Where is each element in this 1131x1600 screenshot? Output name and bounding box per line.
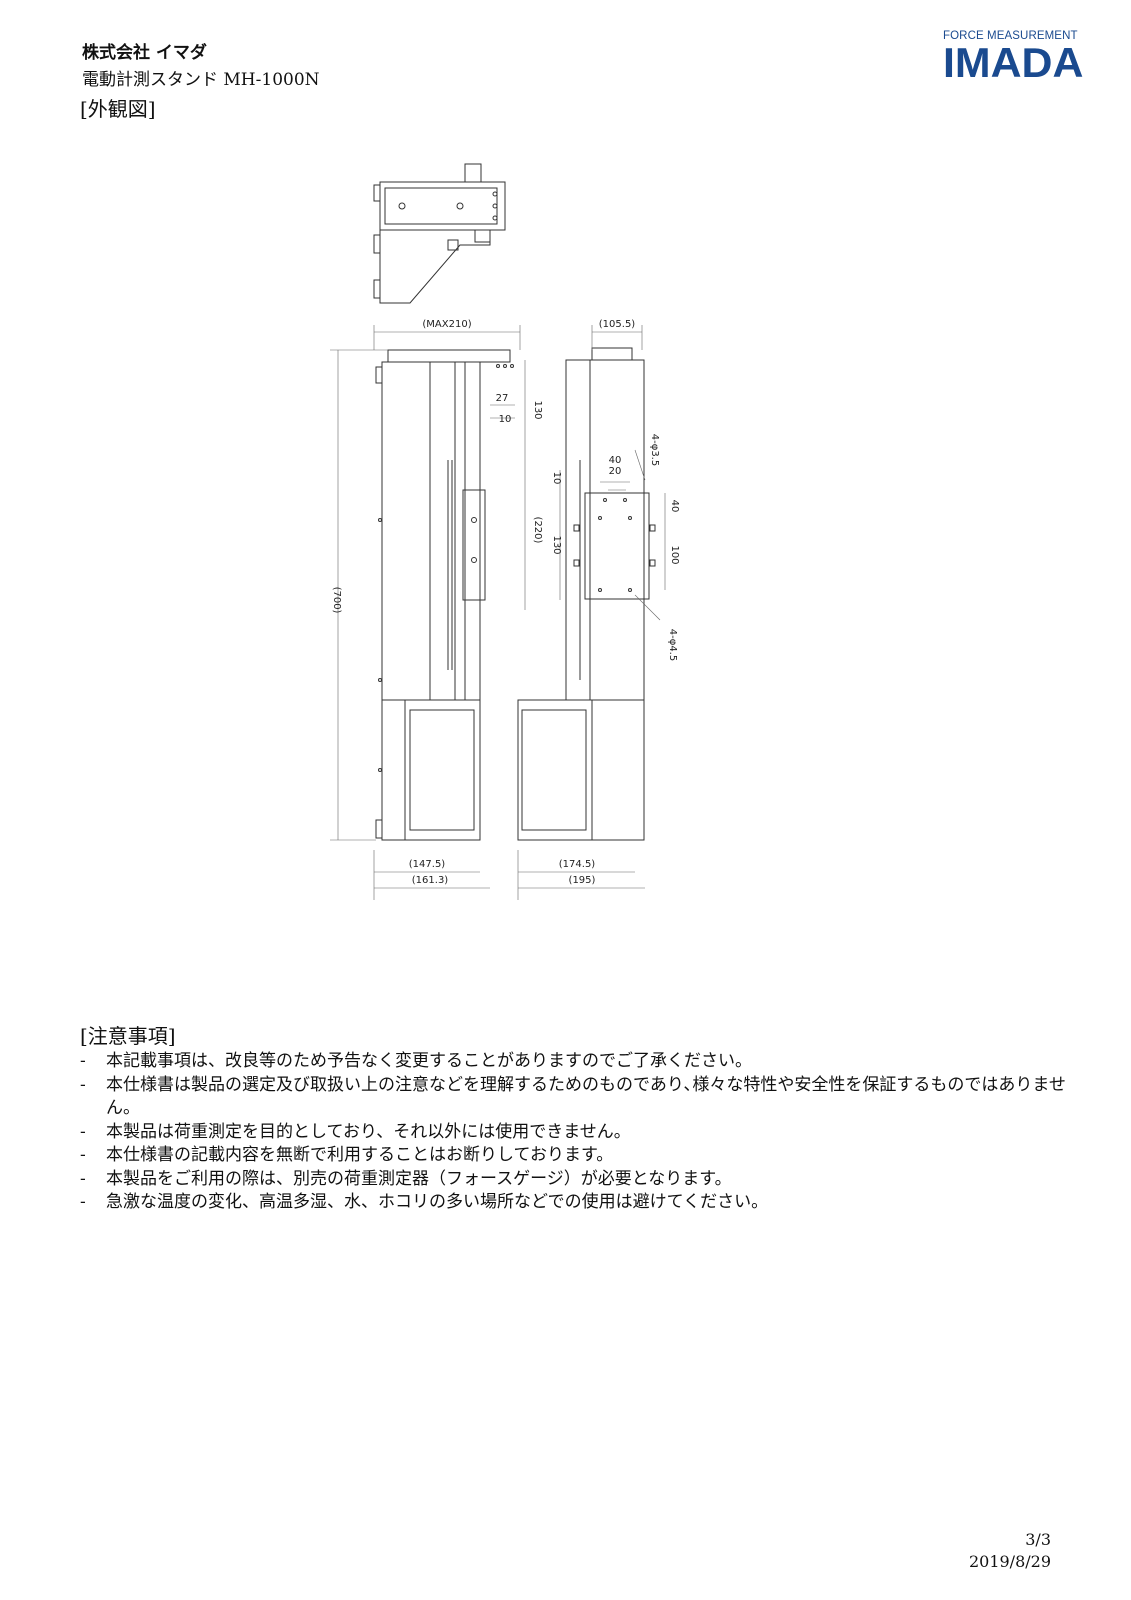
dim-40-right: 40 <box>669 500 680 513</box>
top-view <box>373 163 506 304</box>
dim-130-top: 130 <box>532 400 543 419</box>
note-item: -本製品は荷重測定を目的としており、それ以外には使用できません。 <box>80 1121 1080 1145</box>
note-item: -本仕様書は製品の選定及び取扱い上の注意などを理解するためのものであり､様々な特… <box>80 1074 1080 1121</box>
dim-20: 20 <box>609 466 622 477</box>
note-dash: - <box>80 1145 86 1165</box>
exterior-drawing: (MAX210) (105.5) (700) 130 27 10 (220) 1… <box>330 163 680 900</box>
note-text: 本仕様書は製品の選定及び取扱い上の注意などを理解するためのものであり､様々な特性… <box>106 1074 1066 1119</box>
section-title-exterior: [外観図] <box>80 97 156 121</box>
dim-height: (700) <box>331 587 342 614</box>
note-item: -本記載事項は、改良等のため予告なく変更することがありますのでご了承ください。 <box>80 1050 1080 1074</box>
logo-name: IMADA <box>943 39 1084 86</box>
dim-10-side: 10 <box>551 472 562 485</box>
dim-10: 10 <box>499 414 512 425</box>
note-item: -本仕様書の記載内容を無断で利用することはお断りしております。 <box>80 1144 1080 1168</box>
note-dash: - <box>80 1074 86 1095</box>
front-view <box>375 349 514 841</box>
section-title-notes: [注意事項] <box>80 1024 176 1048</box>
note-text: 急激な温度の変化、高温多湿、水、ホコリの多い場所などでの使用は避けてください。 <box>106 1192 769 1212</box>
dim-hole-small: 4-φ3.5 <box>649 434 660 466</box>
note-dash: - <box>80 1168 86 1189</box>
dim-161: (161.3) <box>412 875 449 886</box>
notes-list: -本記載事項は、改良等のため予告なく変更することがありますのでご了承ください。-… <box>80 1050 1080 1215</box>
dim-max-width: (MAX210) <box>422 319 471 330</box>
logo-subtitle: FORCE MEASUREMENT <box>943 30 1078 42</box>
dim-side-width-top: (105.5) <box>599 319 636 330</box>
note-dash: - <box>80 1192 86 1212</box>
dim-27: 27 <box>496 393 509 404</box>
dim-40-top: 40 <box>609 455 622 466</box>
imada-logo: FORCE MEASUREMENT IMADA <box>943 30 1093 86</box>
document-date: 2019/8/29 <box>968 1552 1051 1571</box>
note-item: -急激な温度の変化、高温多湿、水、ホコリの多い場所などでの使用は避けてください。 <box>80 1191 1080 1215</box>
dim-174: (174.5) <box>559 859 596 870</box>
dim-hole-large: 4-φ4.5 <box>667 629 678 661</box>
company-name: 株式会社 イマダ <box>82 43 207 63</box>
note-text: 本記載事項は、改良等のため予告なく変更することがありますのでご了承ください。 <box>106 1051 752 1071</box>
note-dash: - <box>80 1121 86 1142</box>
dim-195: (195) <box>569 875 596 886</box>
note-text: 本仕様書の記載内容を無断で利用することはお断りしております。 <box>106 1145 614 1165</box>
page-number: 3/3 <box>1025 1530 1051 1549</box>
note-item: -本製品をご利用の際は、別売の荷重測定器（フォースゲージ）が必要となります。 <box>80 1168 1080 1192</box>
dim-100: 100 <box>669 545 680 564</box>
dim-220: (220) <box>532 517 543 544</box>
note-dash: - <box>80 1051 86 1071</box>
note-text: 本製品をご利用の際は、別売の荷重測定器（フォースゲージ）が必要となります。 <box>106 1168 732 1189</box>
product-name: 電動計測スタンド MH-1000N <box>82 70 320 90</box>
dim-130-side: 130 <box>551 535 562 554</box>
note-text: 本製品は荷重測定を目的としており、それ以外には使用できません。 <box>106 1121 631 1142</box>
dim-147: (147.5) <box>409 859 446 870</box>
side-view <box>517 347 656 841</box>
